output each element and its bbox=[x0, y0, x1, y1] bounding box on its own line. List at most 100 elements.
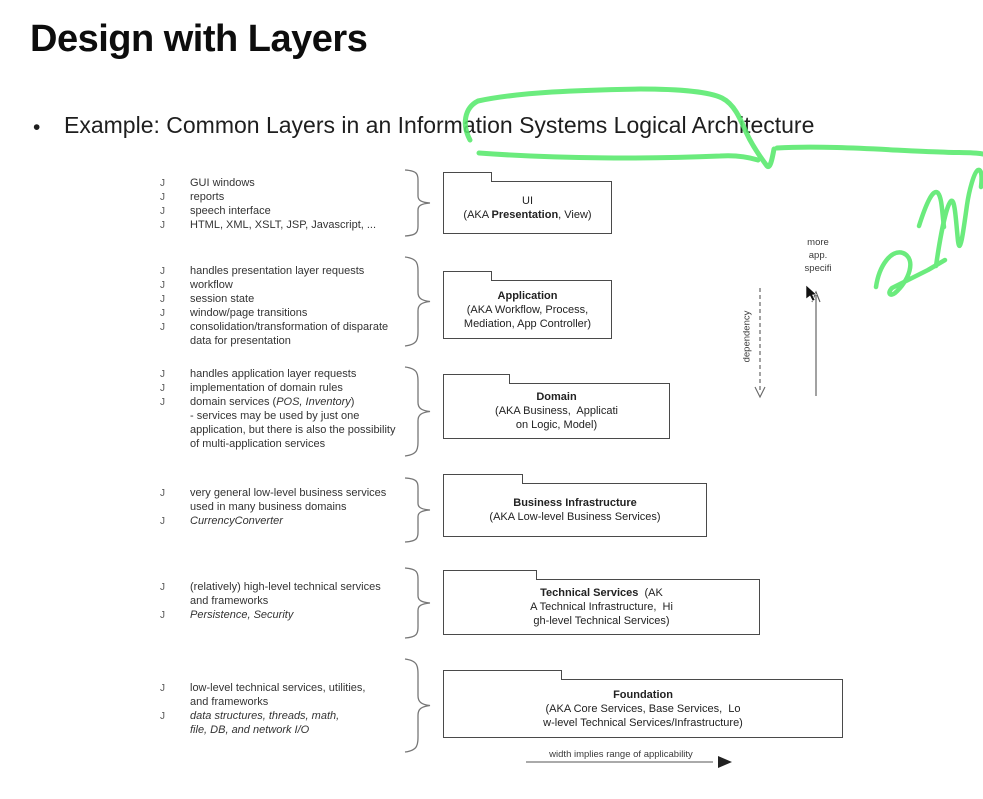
specificity-arrowhead-icon bbox=[811, 290, 821, 303]
layer-description-line: of multi-application services bbox=[160, 437, 430, 451]
text-segment: (AKA Low-level Business Services) bbox=[489, 511, 661, 523]
package-box-line: Technical Services (AK bbox=[540, 586, 663, 600]
page-title: Design with Layers bbox=[30, 18, 368, 60]
package-box-line: Application bbox=[498, 289, 558, 303]
bullet-marker: • bbox=[33, 116, 41, 139]
package-box-line: Business Infrastructure bbox=[513, 496, 636, 510]
package-tab-domain bbox=[443, 374, 510, 384]
text-segment: GUI windows bbox=[190, 177, 255, 189]
text-segment: Application bbox=[497, 289, 558, 302]
bullet-glyph: J bbox=[160, 397, 165, 408]
text-segment: reports bbox=[190, 191, 225, 203]
package-box-line: A Technical Infrastructure, Hi bbox=[530, 600, 673, 614]
package-box-ui: UI(AKA Presentation, View) bbox=[443, 181, 612, 234]
text-segment: application, but there is also the possi… bbox=[190, 424, 396, 436]
text-segment: consolidation/transformation of disparat… bbox=[190, 321, 389, 333]
text-segment: Mediation, App Controller) bbox=[463, 317, 592, 330]
text-segment: (AK bbox=[638, 587, 663, 599]
package-tab-technical-services bbox=[443, 570, 537, 580]
bullet-glyph: J bbox=[160, 220, 165, 231]
curly-brace bbox=[404, 477, 431, 543]
bullet-glyph: J bbox=[160, 322, 165, 333]
text-segment: , View) bbox=[558, 208, 592, 221]
green-scribble-3 bbox=[916, 189, 947, 230]
package-box-line: Mediation, App Controller) bbox=[464, 317, 591, 331]
text-segment: speech interface bbox=[190, 205, 271, 217]
green-scribble-1 bbox=[873, 250, 948, 297]
curly-brace bbox=[404, 658, 431, 753]
text-segment: handles application layer requests bbox=[190, 368, 357, 380]
text-segment: low-level technical services, utilities, bbox=[190, 682, 366, 694]
text-segment: (AKA Workflow, Process, bbox=[466, 303, 589, 316]
package-box-line: (AKA Business, Applicati bbox=[495, 404, 618, 418]
width-caption: width implies range of applicability bbox=[549, 749, 693, 760]
text-segment: on Logic, Model) bbox=[515, 419, 598, 431]
package-box-line: on Logic, Model) bbox=[516, 418, 597, 432]
green-underline-right-annotation bbox=[774, 144, 983, 157]
bullet-text: Example: Common Layers in an Information… bbox=[64, 112, 815, 138]
text-segment: data structures, threads, math, bbox=[190, 710, 340, 722]
bullet-glyph: J bbox=[160, 610, 165, 621]
package-box-line: w-level Technical Services/Infrastructur… bbox=[543, 716, 743, 730]
bullet-glyph: J bbox=[160, 178, 165, 189]
package-box-line: Foundation bbox=[613, 688, 673, 702]
package-box-line: (AKA Workflow, Process, bbox=[467, 303, 588, 317]
more-app-specific-label: more app. specifi bbox=[796, 236, 840, 275]
text-segment: (AKA Business, Applicati bbox=[495, 405, 618, 417]
layer-description-line: application, but there is also the possi… bbox=[160, 423, 430, 437]
bullet-glyph: J bbox=[160, 383, 165, 394]
more-label-line2: app. bbox=[808, 250, 828, 261]
curly-brace bbox=[404, 256, 431, 347]
layer-description-line: data for presentation bbox=[160, 334, 430, 348]
layer-description-line: J GUI windows bbox=[160, 176, 430, 190]
package-box-line: (AKA Low-level Business Services) bbox=[489, 510, 660, 524]
bullet-glyph: J bbox=[160, 683, 165, 694]
text-segment: and frameworks bbox=[190, 595, 269, 607]
text-segment: of multi-application services bbox=[190, 438, 326, 450]
curly-brace bbox=[404, 169, 431, 237]
bullet-glyph: J bbox=[160, 192, 165, 203]
text-segment: implementation of domain rules bbox=[190, 382, 343, 394]
more-label-line1: more bbox=[807, 237, 829, 248]
text-segment: Foundation bbox=[613, 688, 673, 701]
text-segment: very general low-level business services bbox=[190, 487, 387, 499]
bullet-glyph: J bbox=[160, 266, 165, 277]
text-segment: data for presentation bbox=[190, 335, 291, 347]
package-tab-business-infrastructure bbox=[443, 474, 523, 484]
text-segment: handles presentation layer requests bbox=[190, 265, 365, 277]
text-segment: CurrencyConverter bbox=[190, 515, 283, 527]
dependency-label: dependency bbox=[741, 310, 753, 363]
package-box-application: Application(AKA Workflow, Process,Mediat… bbox=[443, 280, 612, 339]
package-tab-application bbox=[443, 271, 492, 281]
bullet-glyph: J bbox=[160, 582, 165, 593]
text-segment: and frameworks bbox=[190, 696, 269, 708]
green-underline-annotation bbox=[476, 150, 761, 163]
text-segment: window/page transitions bbox=[190, 307, 308, 319]
text-segment: w-level Technical Services/Infrastructur… bbox=[543, 716, 743, 729]
text-segment: Persistence, Security bbox=[190, 609, 294, 621]
text-segment: domain services ( bbox=[190, 396, 277, 408]
text-segment: (AKA bbox=[463, 208, 492, 221]
package-box-line: gh-level Technical Services) bbox=[533, 614, 669, 628]
bullet-glyph: J bbox=[160, 711, 165, 722]
layer-description-line: and frameworks bbox=[160, 695, 430, 709]
text-segment: Business Infrastructure bbox=[513, 497, 637, 509]
more-label-line3: specifi bbox=[804, 263, 832, 274]
bullet-glyph: J bbox=[160, 369, 165, 380]
package-box-line: (AKA Core Services, Base Services, Lo bbox=[545, 702, 740, 716]
green-scribble-2 bbox=[933, 167, 983, 269]
curly-brace bbox=[404, 366, 431, 457]
layer-description-line: file, DB, and network I/O bbox=[160, 723, 430, 737]
